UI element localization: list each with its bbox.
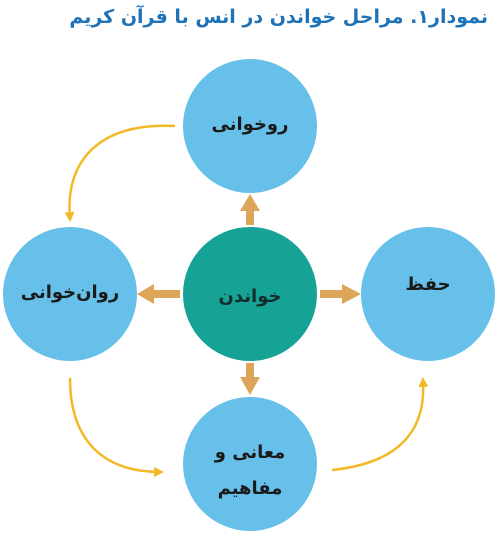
circle-bottom-node [183,397,317,531]
diagram-title: نمودار۱. مراحل خواندن در انس با قرآن کری… [69,6,488,28]
node-label-bottom-line1: معانی و [214,442,286,463]
node-label-right: حفظ [405,274,451,295]
node-label-center: خواندن [218,286,282,307]
node-label-top: روخوانی [211,114,289,135]
arrow-center-to-left [137,284,180,304]
arrow-center-to-top [240,194,260,225]
circle-center-node [183,227,317,361]
node-label-bottom-line2: مفاهیم [217,478,283,499]
circle-top-node [183,59,317,193]
circle-right-node [361,227,495,361]
circle-left-node [3,227,137,361]
node-label-left: روان‌خوانی [20,282,120,303]
curve-arrow-bottom-to-right [331,377,429,472]
curve-arrow-top-to-left [64,124,176,222]
curve-arrow-left-to-bottom [68,377,164,477]
arrow-center-to-bottom [240,363,260,395]
arrow-center-to-right [320,284,361,304]
